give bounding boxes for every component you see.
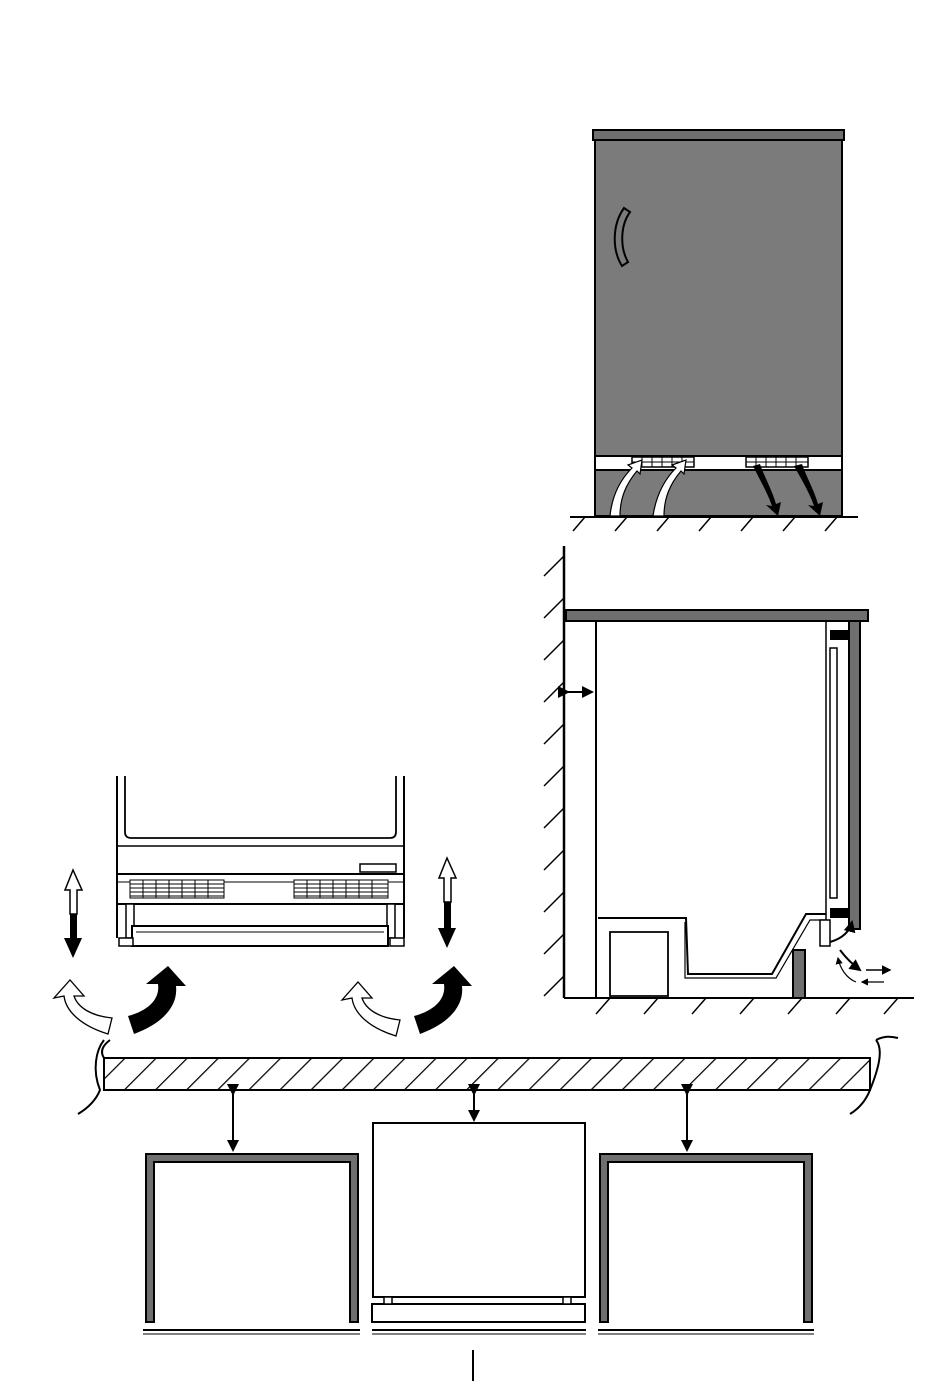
front-elevation-view [570, 130, 858, 531]
air-intake-curved-arrow-icon [54, 980, 112, 1034]
air-exhaust-curved-arrow-icon [128, 966, 186, 1034]
appliance-door [595, 140, 842, 456]
plinth-board [132, 926, 388, 946]
worktop-section [566, 610, 868, 621]
appliance-plan [373, 1123, 585, 1297]
air-intake-curved-arrow-icon [342, 982, 400, 1036]
wall-hatch [544, 556, 564, 996]
height-adjust-arrow-left-icon [64, 870, 82, 958]
airflow-out-arrow-icon [840, 950, 860, 970]
vent-grille-right-icon [294, 880, 388, 898]
air-exhaust-curved-arrow-icon [414, 966, 472, 1034]
right-cabinet [600, 1154, 812, 1322]
height-adjust-arrow-right-icon [438, 858, 456, 948]
floor-hatch [596, 998, 898, 1014]
airflow-in-arrow-icon [838, 958, 856, 982]
side-section-view [544, 546, 914, 1014]
plinth-section [793, 950, 805, 998]
worktop [593, 130, 844, 140]
wall-slab [104, 1058, 870, 1090]
left-cabinet [146, 1154, 358, 1322]
vent-grille-left-icon [130, 880, 224, 898]
door-section [849, 621, 860, 929]
base-plinth-detail-view [54, 776, 472, 1036]
tub-bottom-profile [598, 914, 826, 974]
floor-hatch [573, 517, 837, 531]
installation-plan-view [78, 1037, 898, 1381]
